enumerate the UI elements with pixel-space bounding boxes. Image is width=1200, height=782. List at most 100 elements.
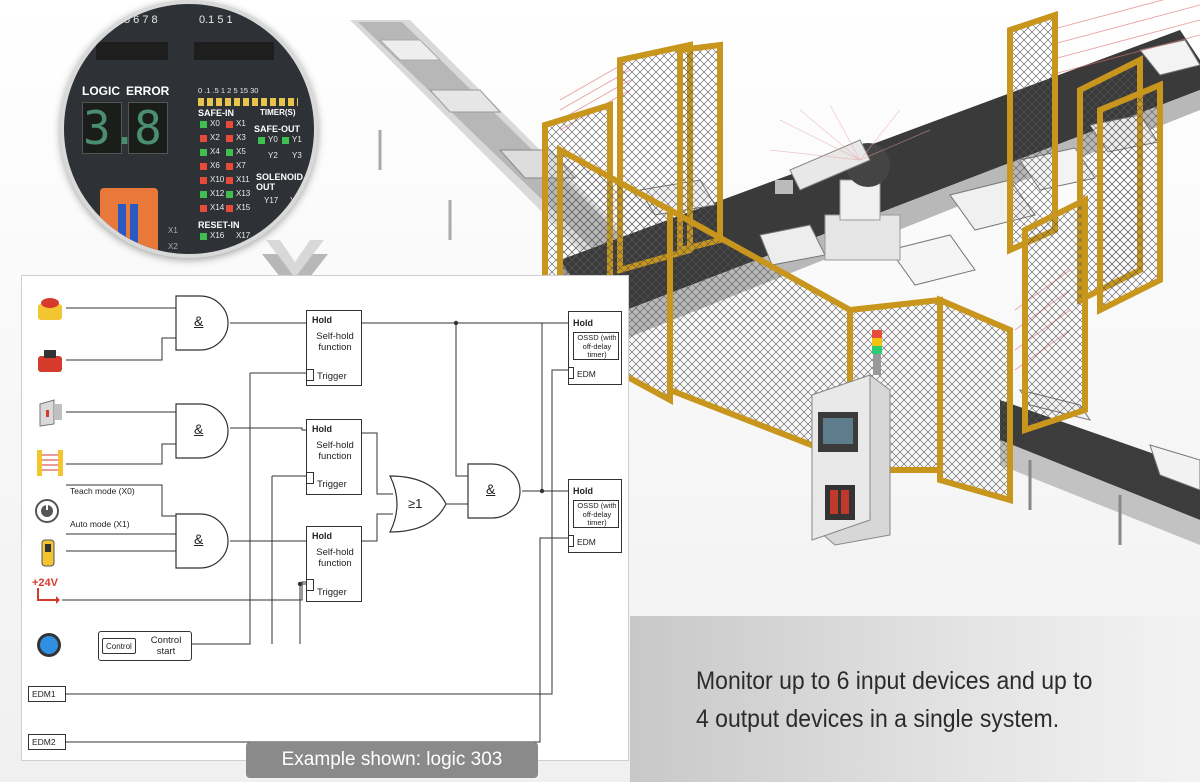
plus24v-arrow-icon <box>37 588 60 604</box>
term-x16: X16 <box>210 231 225 240</box>
led-y0 <box>258 137 265 144</box>
reset-in-label: RESET-IN <box>198 220 240 230</box>
term-x15: X15 <box>236 203 251 212</box>
term-x12: X12 <box>210 189 225 198</box>
edm2-input: EDM2 <box>28 734 66 750</box>
term-y3: Y3 <box>292 151 302 160</box>
control-start-block: Control Control start <box>98 631 192 661</box>
trigger-label-2: Trigger <box>317 479 347 490</box>
term-x4: X4 <box>210 147 220 156</box>
output-hold-label-1: Hold <box>573 318 593 328</box>
light-curtain-icon <box>37 450 63 476</box>
and-gate-2-symbol: & <box>194 421 204 437</box>
led-y1 <box>282 137 289 144</box>
led-x1 <box>226 121 233 128</box>
robot-arm <box>769 104 931 261</box>
led-x15 <box>226 205 233 212</box>
control-inner-label: Control <box>106 642 132 651</box>
term-x6: X6 <box>210 161 220 170</box>
hold-label-1: Hold <box>312 315 332 325</box>
trigger-port-1 <box>306 369 314 381</box>
teach-mode-label: Teach mode (X0) <box>70 486 135 496</box>
led-x13 <box>226 191 233 198</box>
reset-button-icon <box>37 633 61 657</box>
tagline-line-1: Monitor up to 6 input devices and up to <box>696 667 1093 695</box>
hold-label-2: Hold <box>312 424 332 434</box>
timer-scale: 0 .1 .5 1 2 5 15 30 <box>198 86 259 95</box>
enabling-switch-icon <box>41 539 55 567</box>
led-x7 <box>226 163 233 170</box>
dip-switch-block-right <box>194 42 274 60</box>
or-gate-symbol: ≥1 <box>408 496 423 511</box>
tagline: Monitor up to 6 input devices and up to … <box>696 662 1138 738</box>
edm-label-2: EDM <box>577 537 596 547</box>
self-hold-block-2: Hold Self-hold function Trigger <box>306 419 362 495</box>
led-x3 <box>226 135 233 142</box>
door-switch-icon <box>39 399 62 427</box>
error-label: ERROR <box>126 84 170 98</box>
control-cabinet <box>811 330 891 546</box>
led-x10 <box>200 177 207 184</box>
control-start-label: Control start <box>150 635 182 657</box>
output-hold-label-2: Hold <box>573 486 593 496</box>
bottom-gradient-band <box>630 616 1200 782</box>
self-hold-function-label-3: Self-hold function <box>316 547 354 569</box>
term-x5: X5 <box>236 147 246 156</box>
chevron-down-icon <box>262 240 328 296</box>
emergency-stop-icon <box>38 298 62 320</box>
edm1-input: EDM1 <box>28 686 66 702</box>
edm2-label: EDM2 <box>32 737 56 747</box>
top-scale-right: 0.1 5 1 <box>199 14 233 26</box>
term-y0: Y0 <box>268 135 278 144</box>
side-term-x1: X1 <box>168 226 178 235</box>
dip-switch-block-left <box>96 42 168 60</box>
hold-label-3: Hold <box>312 531 332 541</box>
emergency-stop-pressed-icon <box>38 350 62 372</box>
led-x2 <box>200 135 207 142</box>
self-hold-function-label-1: Self-hold function <box>316 331 354 353</box>
ossd-box-2: OSSD (with off-delay timer) <box>573 500 619 528</box>
and-gate-final-symbol: & <box>486 481 496 497</box>
edm-port-1 <box>568 367 574 379</box>
trigger-port-3 <box>306 579 314 591</box>
logic-label: LOGIC <box>82 84 120 98</box>
led-x6 <box>200 163 207 170</box>
term-x11: X11 <box>236 175 250 184</box>
trigger-label-3: Trigger <box>317 587 347 598</box>
diagram-caption: Example shown: logic 303 <box>246 742 538 778</box>
ossd-box-1: OSSD (with off-delay timer) <box>573 332 619 360</box>
term-x14: X14 <box>210 203 225 212</box>
auto-mode-label: Auto mode (X1) <box>70 519 130 529</box>
term-x13: X13 <box>236 189 251 198</box>
edm-port-2 <box>568 535 574 547</box>
term-x0: X0 <box>210 119 220 128</box>
error-display: 8 <box>128 102 168 154</box>
term-x1: X1 <box>236 119 246 128</box>
self-hold-block-3: Hold Self-hold function Trigger <box>306 526 362 602</box>
term-x2: X2 <box>210 133 220 142</box>
timer-led-bar <box>198 98 298 106</box>
ossd-output-block-1: Hold OSSD (with off-delay timer) EDM <box>568 311 622 385</box>
led-x14 <box>200 205 207 212</box>
term-y2-solenoid: Y2 <box>290 196 300 205</box>
term-y2: Y2 <box>268 151 278 160</box>
and-gate-1-symbol: & <box>194 313 204 329</box>
term-x17: X17 <box>236 231 251 240</box>
side-term-x2: X2 <box>168 242 178 251</box>
term-x10: X10 <box>210 175 225 184</box>
conveyor-lower-right <box>1000 389 1200 545</box>
term-x7: X7 <box>236 161 246 170</box>
self-hold-block-1: Hold Self-hold function Trigger <box>306 310 362 386</box>
logic-display: 3. <box>82 101 139 155</box>
timer-label: TIMER(S) <box>260 108 296 117</box>
and-gate-3-symbol: & <box>194 531 204 547</box>
led-x16 <box>200 233 207 240</box>
control-inner-box: Control <box>102 638 136 654</box>
top-scale-left: 5 6 7 8 <box>124 14 158 26</box>
led-x4 <box>200 149 207 156</box>
logic-wiring <box>36 295 568 743</box>
trigger-port-2 <box>306 472 314 484</box>
term-y17: Y17 <box>264 196 279 205</box>
ossd-output-block-2: Hold OSSD (with off-delay timer) EDM <box>568 479 622 553</box>
edm1-label: EDM1 <box>32 689 56 699</box>
